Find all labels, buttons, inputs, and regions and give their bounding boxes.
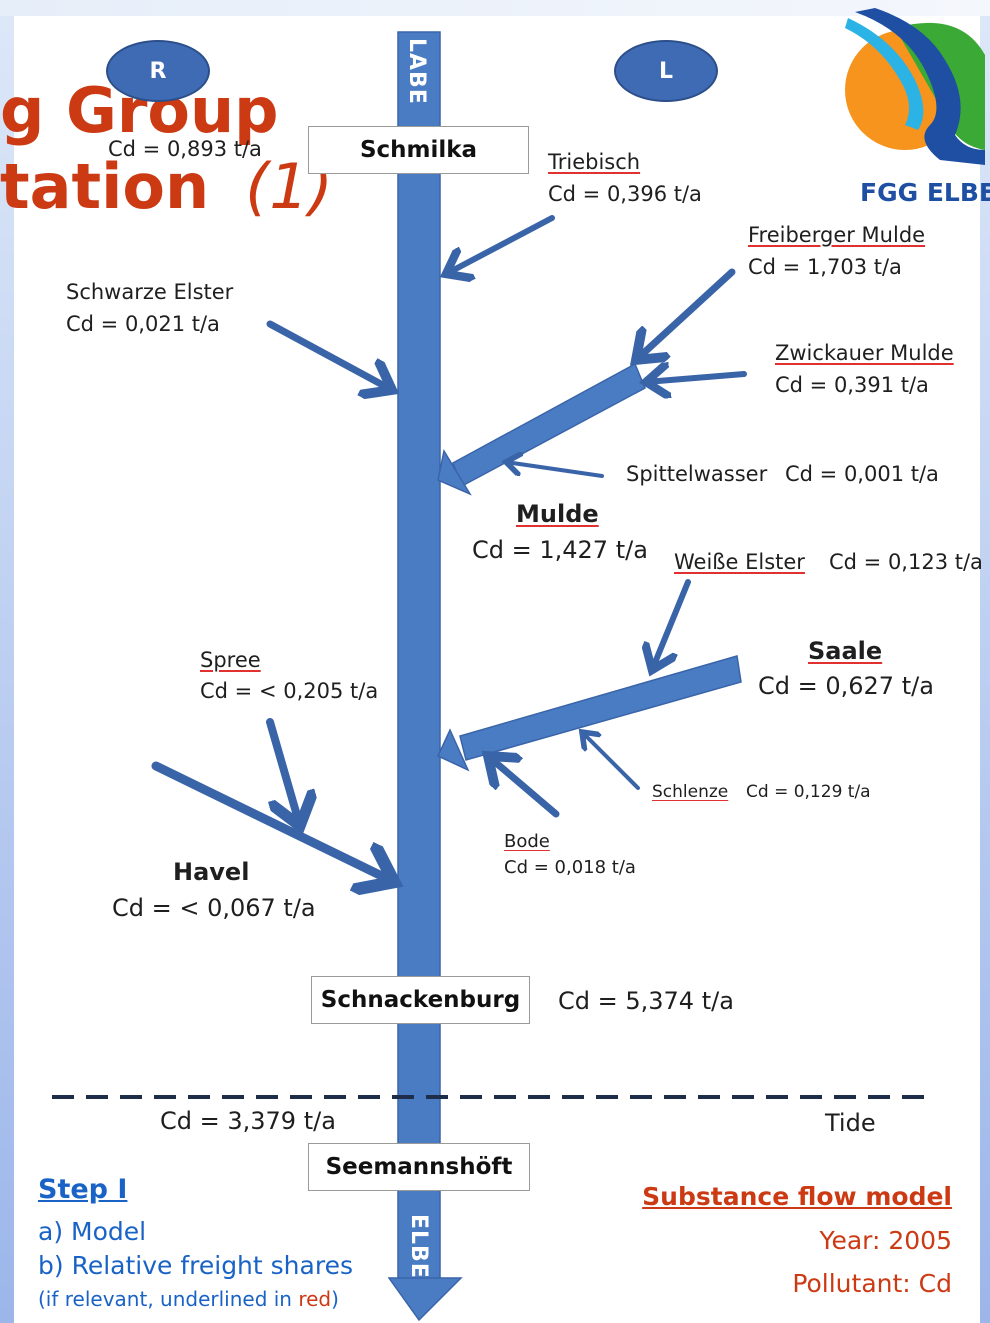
river-label-elbe: ELBE bbox=[406, 1214, 431, 1279]
mulde-value: Cd = 1,427 t/a bbox=[472, 536, 648, 564]
slide-title-word: tation bbox=[0, 150, 210, 223]
spree-arrow bbox=[266, 718, 300, 826]
left-bank-marker: L bbox=[614, 40, 718, 102]
saale-flow-arrowhead bbox=[437, 728, 470, 772]
bode-arrow bbox=[488, 756, 560, 818]
spree-name: Spree bbox=[200, 648, 261, 672]
schlenze-name: Schlenze bbox=[652, 782, 729, 802]
schwarze-elster-arrow bbox=[266, 320, 392, 390]
elbe-main-channel bbox=[397, 31, 441, 1281]
logo-blue-wave bbox=[855, 8, 985, 165]
triebisch-name: Triebisch bbox=[548, 150, 641, 174]
zwickauer-mulde-arrow bbox=[646, 374, 747, 382]
model-title: Substance flow model bbox=[642, 1182, 952, 1211]
fgg-elbe-logo-mark bbox=[845, 8, 985, 165]
model-year: Year: 2005 bbox=[819, 1226, 952, 1255]
freiberger-mulde-arrow bbox=[636, 268, 736, 360]
step-note-prefix: (if relevant, underlined in bbox=[38, 1287, 299, 1311]
zwickauer-mulde-name: Zwickauer Mulde bbox=[775, 341, 954, 365]
triebisch-value: Cd = 0,396 t/a bbox=[548, 182, 702, 206]
weisse-elster-name: Weiße Elster bbox=[674, 550, 805, 574]
weisse-elster-arrow bbox=[652, 579, 691, 670]
triebisch-arrow bbox=[446, 215, 555, 274]
freiberger-mulde-name: Freiberger Mulde bbox=[748, 223, 926, 247]
schnackenburg-value: Cd = 5,374 t/a bbox=[558, 987, 734, 1015]
seemannshoeft-value: Cd = 3,379 t/a bbox=[160, 1107, 336, 1135]
mulde-name: Mulde bbox=[516, 500, 599, 528]
freiberger-mulde-value: Cd = 1,703 t/a bbox=[748, 255, 902, 279]
right-bank-marker: R bbox=[106, 40, 210, 102]
bode-value: Cd = 0,018 t/a bbox=[504, 857, 636, 878]
schwarze-elster-name: Schwarze Elster bbox=[66, 280, 234, 304]
zwickauer-mulde-value: Cd = 0,391 t/a bbox=[775, 373, 929, 397]
station-seemannshoeft: Seemannshöft bbox=[308, 1143, 530, 1191]
spittelwasser-value: Cd = 0,001 t/a bbox=[785, 462, 939, 486]
step-title: Step I bbox=[38, 1174, 128, 1205]
schlenze-value: Cd = 0,129 t/a bbox=[746, 782, 871, 802]
step-item-b: b) Relative freight shares bbox=[38, 1251, 353, 1280]
tide-label: Tide bbox=[825, 1109, 876, 1137]
havel-arrow bbox=[151, 761, 394, 882]
havel-name: Havel bbox=[173, 858, 250, 886]
fgg-elbe-logo-text: FGG ELBE bbox=[860, 178, 990, 207]
weisse-elster-value: Cd = 0,123 t/a bbox=[829, 550, 983, 574]
bode-name: Bode bbox=[504, 831, 550, 852]
step-note-suffix: ) bbox=[331, 1287, 339, 1311]
mulde-flow-arrowhead bbox=[437, 448, 472, 496]
step-note: (if relevant, underlined in red) bbox=[38, 1286, 339, 1312]
schwarze-elster-value: Cd = 0,021 t/a bbox=[66, 312, 220, 336]
river-label-labe: LABE bbox=[404, 38, 429, 105]
slide-right-gradient bbox=[980, 0, 990, 1323]
slide-top-gradient bbox=[0, 0, 990, 16]
schlenze-arrow bbox=[582, 732, 640, 790]
station-schnackenburg: Schnackenburg bbox=[311, 976, 530, 1024]
saale-flow-body bbox=[459, 655, 742, 761]
step-item-a: a) Model bbox=[38, 1217, 147, 1246]
saale-value: Cd = 0,627 t/a bbox=[758, 672, 934, 700]
saale-name: Saale bbox=[808, 637, 883, 665]
spittelwasser-name: Spittelwasser bbox=[626, 462, 768, 486]
logo-cyan-wave bbox=[845, 18, 924, 130]
spittelwasser-arrow bbox=[506, 462, 604, 478]
slide-title-line2: tation(1) bbox=[0, 152, 333, 222]
step-note-red: red bbox=[298, 1287, 332, 1311]
model-pollutant: Pollutant: Cd bbox=[792, 1269, 952, 1298]
elbe-outflow-arrowhead bbox=[387, 1277, 463, 1322]
slide-left-gradient bbox=[0, 0, 14, 1323]
schmilka-value: Cd = 0,893 t/a bbox=[108, 137, 262, 161]
spree-value: Cd = < 0,205 t/a bbox=[200, 679, 379, 703]
station-schmilka: Schmilka bbox=[308, 126, 529, 174]
havel-value: Cd = < 0,067 t/a bbox=[112, 894, 316, 922]
